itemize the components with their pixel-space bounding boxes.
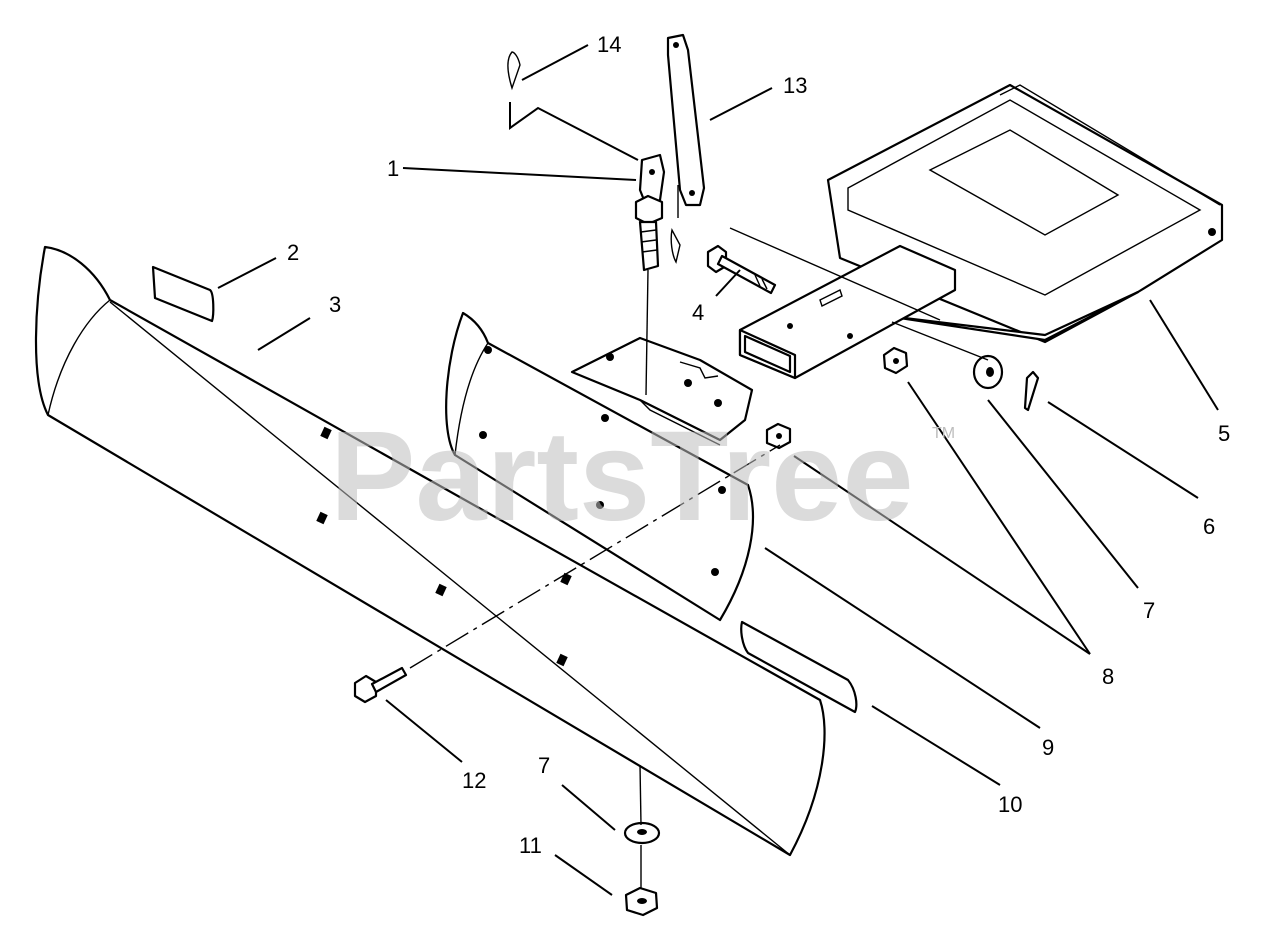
leader-lines [217, 44, 1219, 896]
assembly-lines [409, 185, 781, 888]
blade-back-plate [445, 311, 754, 622]
callout-7-blade: 7 [538, 753, 550, 778]
hitch-washer [972, 354, 1004, 390]
hairpin-clip [507, 51, 681, 264]
cotter-pin [1023, 370, 1040, 412]
bolt-blade [353, 666, 408, 704]
hitch-nut [882, 346, 909, 375]
callout-9: 9 [1042, 735, 1054, 760]
callout-10: 10 [998, 792, 1022, 817]
callout-4: 4 [692, 300, 704, 325]
watermark-tm: TM [932, 425, 955, 442]
callout-11: 11 [519, 833, 542, 858]
watermark: PartsTree TM [330, 405, 955, 548]
callouts: 1 2 3 4 5 6 7 7 8 9 10 11 12 13 14 [287, 32, 1230, 858]
callout-8: 8 [1102, 664, 1114, 689]
callout-3: 3 [329, 292, 341, 317]
tongue-tube [738, 244, 957, 380]
bolt-hitch [706, 227, 941, 321]
callout-14: 14 [597, 32, 621, 57]
blade-bracket [570, 336, 754, 446]
pivot-pin [634, 153, 666, 272]
decal-right [740, 620, 858, 714]
blade-nut [624, 886, 659, 917]
callout-13: 13 [783, 73, 807, 98]
callout-12: 12 [462, 768, 486, 793]
callout-5: 5 [1218, 421, 1230, 446]
link-bar [666, 33, 706, 207]
callout-2: 2 [287, 240, 299, 265]
callout-6: 6 [1203, 514, 1215, 539]
callout-1: 1 [387, 156, 399, 181]
callout-7-hitch: 7 [1143, 598, 1155, 623]
decal-left [151, 265, 215, 323]
blade-washer [623, 821, 661, 845]
watermark-text: PartsTree [330, 405, 914, 548]
bracket-nut [765, 422, 792, 450]
